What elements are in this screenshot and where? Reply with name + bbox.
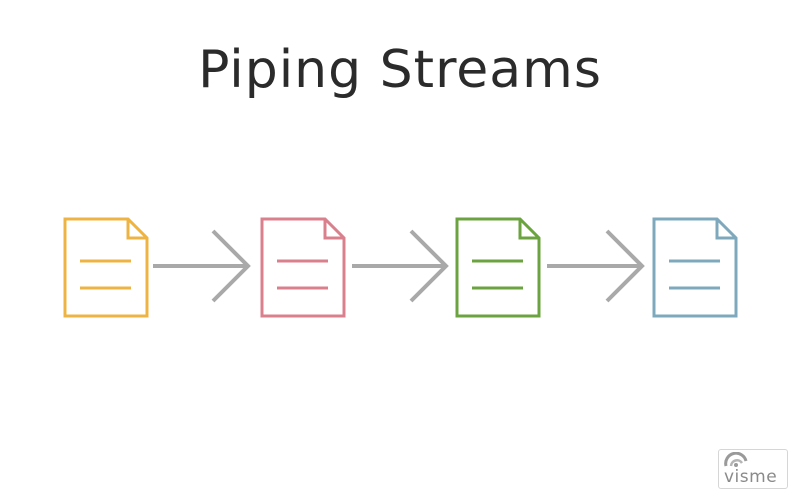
arrow-right-icon (153, 229, 251, 303)
document-icon-stream-2 (260, 217, 346, 318)
document-icon-stream-3 (455, 217, 541, 318)
visme-logo-icon (724, 452, 748, 467)
document-icon-stream-1 (63, 217, 149, 318)
watermark-text: visme (724, 467, 778, 487)
diagram-title: Piping Streams (198, 40, 602, 100)
document-icon-stream-4 (652, 217, 738, 318)
arrow-right-icon (352, 229, 449, 303)
arrow-right-icon (547, 229, 645, 303)
visme-watermark: visme (718, 449, 788, 489)
